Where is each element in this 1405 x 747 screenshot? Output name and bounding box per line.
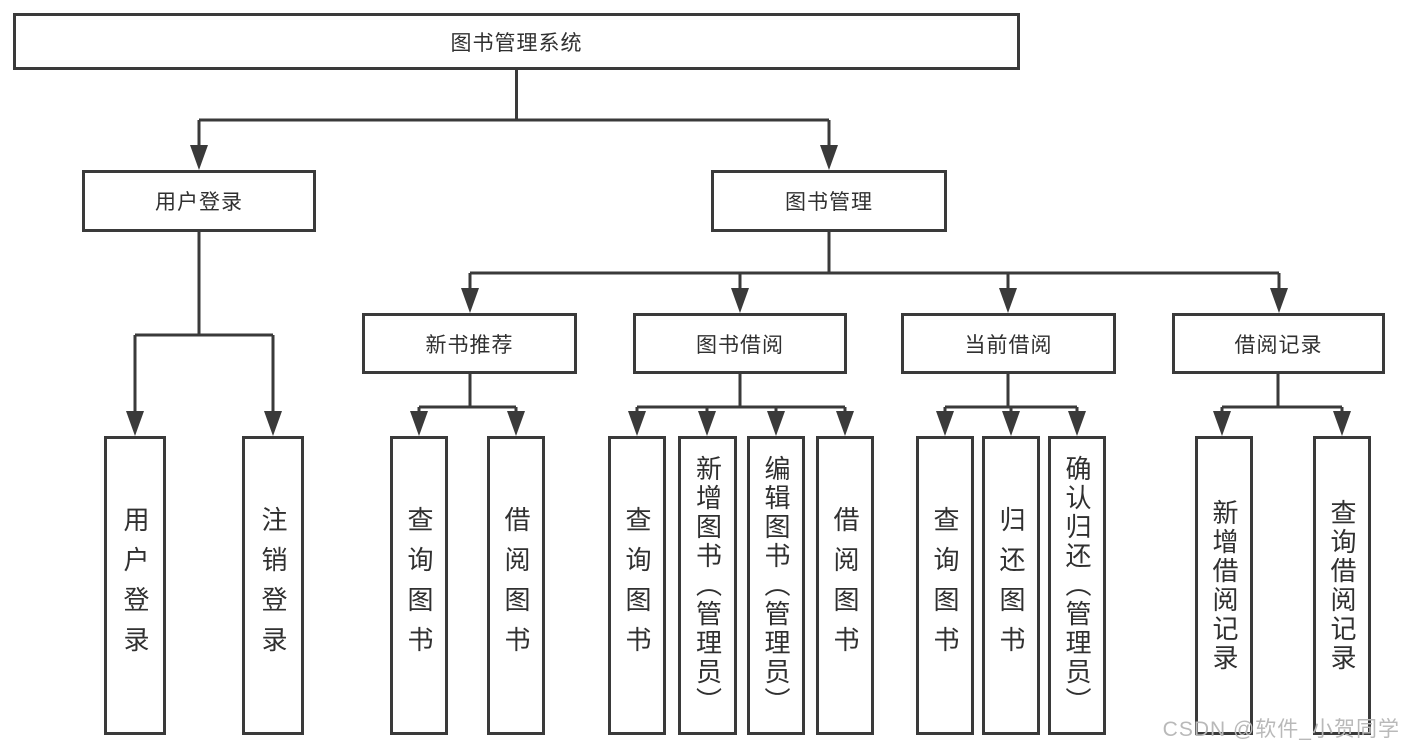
- node-borrow-records: 借阅记录: [1172, 313, 1385, 374]
- leaf-query-books-current-label: 查询图书: [930, 505, 960, 666]
- node-book-management: 图书管理: [711, 170, 947, 232]
- node-borrow-records-label: 借阅记录: [1234, 333, 1323, 357]
- leaf-add-books-admin: 新增图书（管理员）: [678, 436, 737, 735]
- node-book-borrow-label: 图书借阅: [696, 333, 784, 357]
- leaf-return-books-label: 归还图书: [996, 505, 1026, 666]
- leaf-query-borrow-record-label: 查询借阅记录: [1327, 498, 1357, 673]
- leaf-logout-label: 注销登录: [258, 505, 288, 666]
- leaf-query-books-borrow-label: 查询图书: [622, 505, 652, 666]
- leaf-user-login-label: 用户登录: [120, 505, 150, 666]
- leaf-confirm-return-admin: 确认归还（管理员）: [1048, 436, 1106, 735]
- leaf-confirm-return-admin-label: 确认归还（管理员）: [1062, 455, 1092, 716]
- node-new-book-recommend-label: 新书推荐: [425, 333, 514, 357]
- node-user-login: 用户登录: [82, 170, 316, 232]
- leaf-query-books-recommend-label: 查询图书: [404, 505, 434, 666]
- leaf-add-borrow-record: 新增借阅记录: [1195, 436, 1253, 735]
- node-root: 图书管理系统: [13, 13, 1020, 70]
- watermark-text: CSDN @软件_小贺同学: [1162, 718, 1400, 741]
- node-user-login-label: 用户登录: [155, 191, 243, 214]
- node-book-management-label: 图书管理: [785, 191, 873, 214]
- node-new-book-recommend: 新书推荐: [362, 313, 577, 374]
- leaf-edit-books-admin: 编辑图书（管理员）: [747, 436, 805, 735]
- node-root-label: 图书管理系统: [450, 31, 583, 55]
- leaf-query-books-current: 查询图书: [916, 436, 974, 735]
- leaf-add-books-admin-label: 新增图书（管理员）: [692, 455, 723, 716]
- leaf-logout: 注销登录: [242, 436, 304, 735]
- leaf-query-borrow-record: 查询借阅记录: [1313, 436, 1371, 735]
- node-current-borrow: 当前借阅: [901, 313, 1116, 374]
- leaf-return-books: 归还图书: [982, 436, 1040, 735]
- node-book-borrow: 图书借阅: [633, 313, 847, 374]
- leaf-query-books-borrow: 查询图书: [608, 436, 666, 735]
- leaf-user-login: 用户登录: [104, 436, 166, 735]
- leaf-add-borrow-record-label: 新增借阅记录: [1209, 498, 1239, 673]
- node-current-borrow-label: 当前借阅: [964, 333, 1053, 357]
- leaf-query-books-recommend: 查询图书: [390, 436, 448, 735]
- leaf-borrow-books-recommend-label: 借阅图书: [501, 505, 531, 666]
- leaf-edit-books-admin-label: 编辑图书（管理员）: [761, 455, 791, 716]
- leaf-borrow-books: 借阅图书: [816, 436, 874, 735]
- leaf-borrow-books-recommend: 借阅图书: [487, 436, 545, 735]
- leaf-borrow-books-label: 借阅图书: [830, 505, 860, 666]
